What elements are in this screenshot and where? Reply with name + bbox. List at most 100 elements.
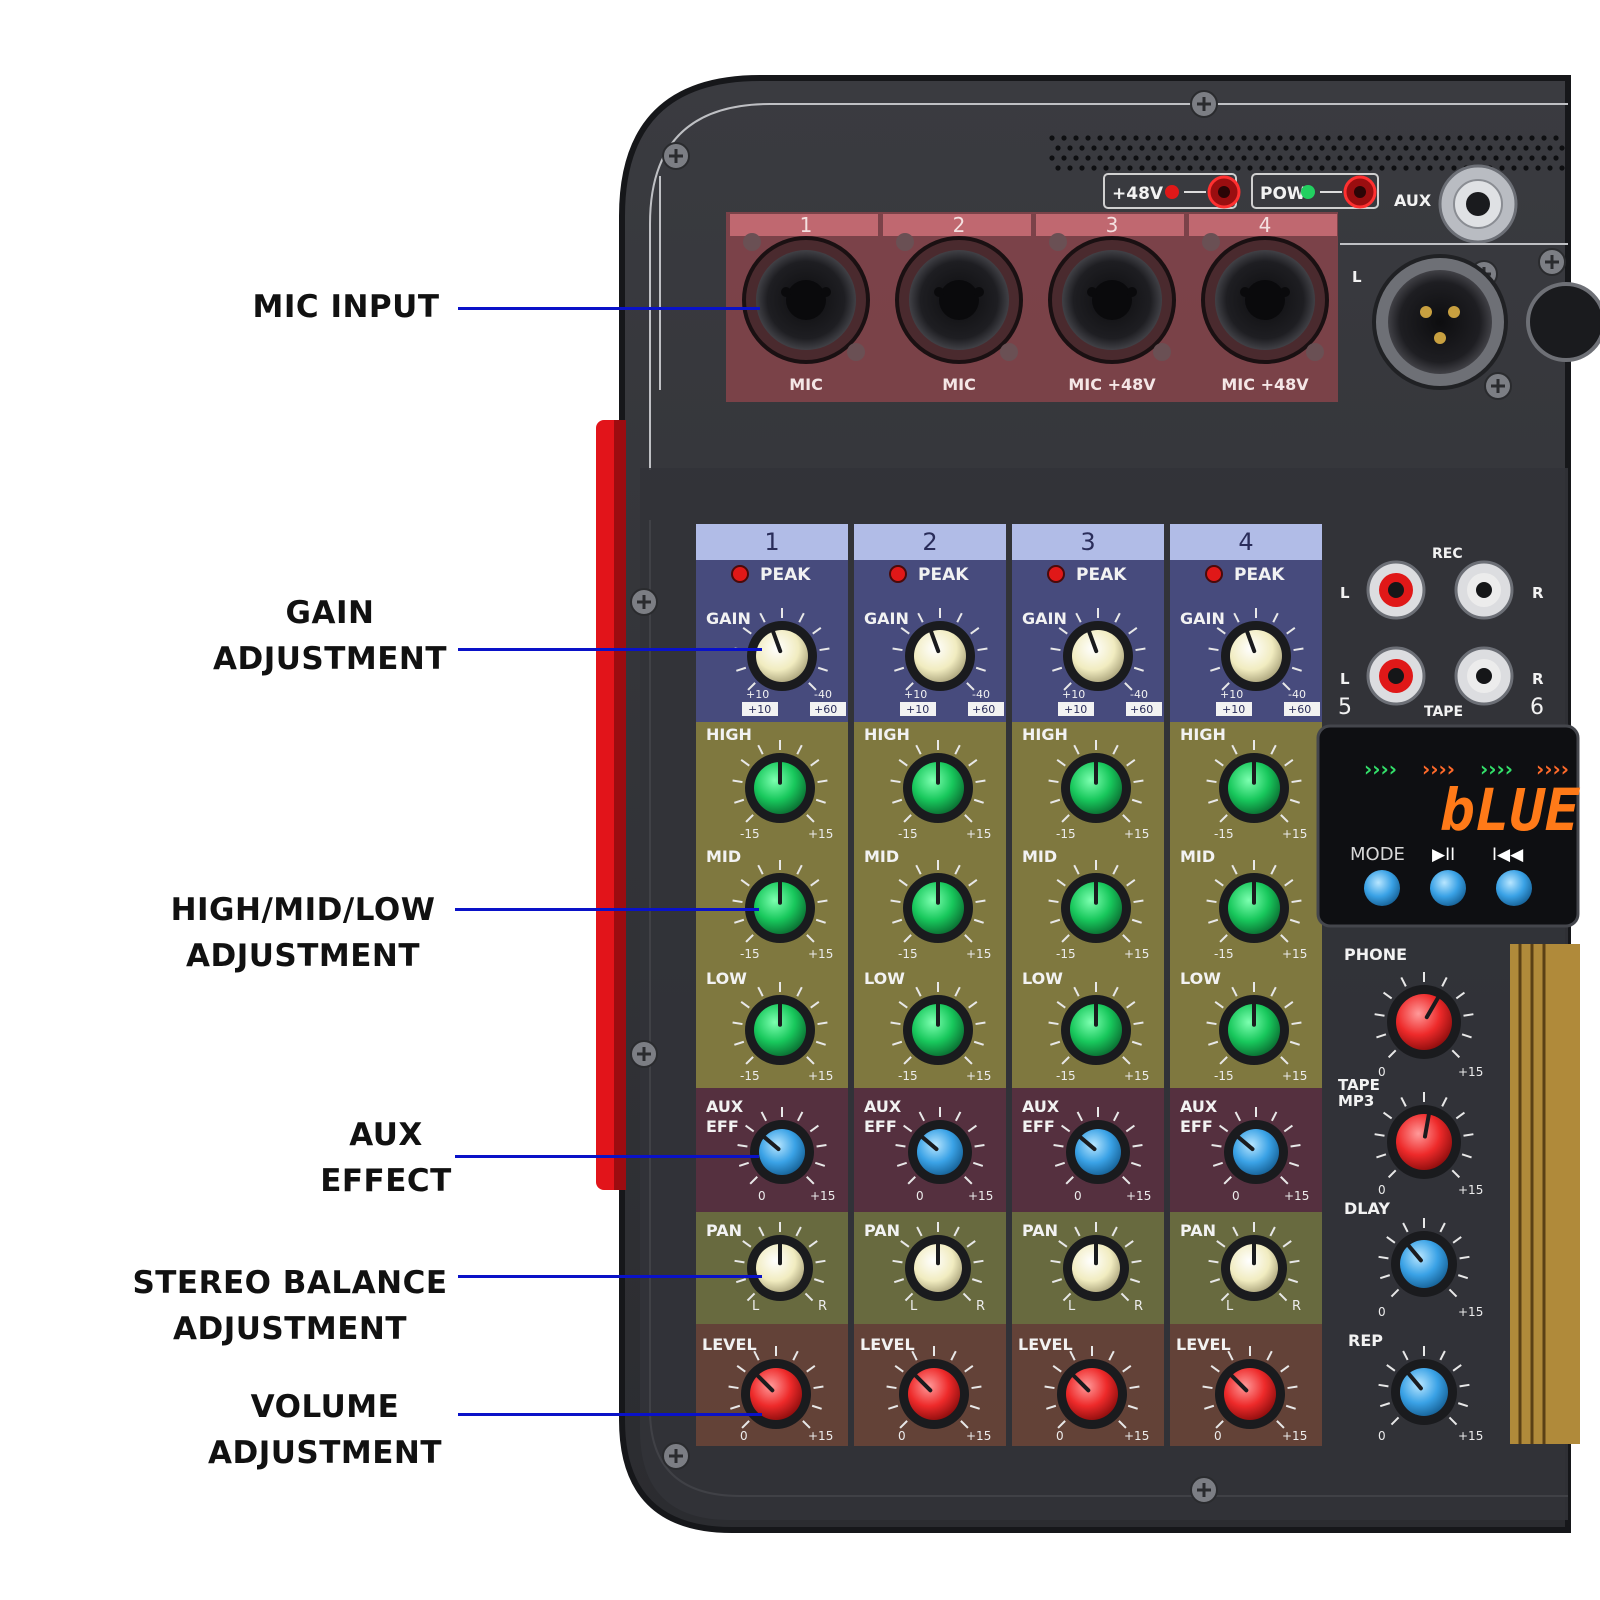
rca-jack[interactable] (1366, 560, 1426, 620)
vent-hole (1451, 165, 1457, 171)
low-knob[interactable] (1206, 982, 1302, 1065)
pan-scale-r: R (1292, 1299, 1301, 1314)
vent-hole (1337, 155, 1343, 161)
master-scale-min: 0 (1378, 1183, 1386, 1197)
low-knob[interactable] (732, 982, 828, 1065)
phone-knob[interactable] (1374, 972, 1474, 1059)
pan-knob[interactable] (1208, 1222, 1300, 1302)
combo-jack[interactable] (895, 236, 1023, 364)
vent-hole (1457, 155, 1463, 161)
vent-hole (1469, 135, 1475, 141)
tape-mp3-knob[interactable] (1374, 1092, 1474, 1179)
eq-scale-min: -15 (1214, 827, 1234, 841)
combo-jack[interactable] (1048, 236, 1176, 364)
vent-hole (1127, 145, 1133, 151)
gain-knob[interactable] (734, 608, 830, 691)
vent-hole (1169, 135, 1175, 141)
knob-tick (1126, 878, 1136, 887)
low-knob[interactable] (890, 982, 986, 1065)
screw-slot (1545, 255, 1559, 269)
vent-hole (1397, 155, 1403, 161)
pan-knob[interactable] (1050, 1222, 1142, 1302)
mid-label: MID (706, 847, 741, 866)
knob-tick (742, 626, 752, 635)
knob-tick (1386, 1364, 1396, 1372)
knob-tick (1122, 814, 1131, 823)
pan-knob[interactable] (892, 1222, 984, 1302)
strip-number: 1 (764, 528, 779, 556)
screw-slot (637, 595, 651, 609)
low-knob[interactable] (1048, 982, 1144, 1065)
gain-knob[interactable] (1050, 608, 1146, 691)
xlr-output-l[interactable] (1372, 254, 1508, 390)
knob-tick (796, 744, 803, 755)
leader-eq (455, 908, 759, 911)
mode-button[interactable] (1364, 870, 1400, 906)
mid-knob[interactable] (890, 860, 986, 943)
previous-button[interactable] (1496, 870, 1532, 906)
knob-tick (806, 814, 815, 823)
level-scale-max: +15 (966, 1429, 991, 1443)
master-scale-min: 0 (1378, 1429, 1386, 1443)
rca-jack[interactable] (1454, 646, 1514, 706)
aux-effect-knob[interactable] (1053, 1107, 1143, 1185)
level-knob[interactable] (1044, 1346, 1140, 1429)
gain-scale-lo: +10 (904, 688, 927, 701)
level-scale-min: 0 (1056, 1429, 1064, 1443)
combo-jack[interactable] (742, 236, 870, 364)
knob-pointer (913, 1373, 933, 1393)
mid-knob[interactable] (1048, 860, 1144, 943)
mid-knob[interactable] (1206, 860, 1302, 943)
vent-hole (1511, 145, 1517, 151)
knob-tick (1122, 934, 1131, 943)
vent-hole (1529, 135, 1535, 141)
level-knob[interactable] (728, 1346, 824, 1429)
gain-knob[interactable] (1208, 608, 1304, 691)
mic-number-tab (1189, 214, 1337, 236)
knob-tick (1132, 1143, 1143, 1148)
high-label: HIGH (1180, 725, 1226, 744)
aux-jack[interactable] (1438, 164, 1518, 244)
mid-knob[interactable] (732, 860, 828, 943)
knob-tick (964, 1056, 973, 1065)
rca-jack[interactable] (1366, 646, 1426, 706)
aux-label: AUX (864, 1097, 902, 1116)
aux-effect-knob[interactable] (1211, 1107, 1301, 1185)
knob-tick (1048, 779, 1059, 784)
knob-tick (757, 864, 764, 875)
knob-tick (730, 1404, 741, 1410)
high-knob[interactable] (732, 740, 828, 823)
pan-knob[interactable] (734, 1222, 826, 1302)
knob-tick (974, 1143, 985, 1148)
aux-effect-knob[interactable] (895, 1107, 985, 1185)
knob-pointer (1406, 1243, 1423, 1263)
strip-number: 4 (1238, 528, 1253, 556)
vent-hole (1079, 145, 1085, 151)
level-knob[interactable] (1202, 1346, 1298, 1429)
knob-tick (1050, 1259, 1061, 1264)
knob-tick (1282, 1240, 1292, 1248)
knob-tick (1280, 814, 1289, 823)
high-knob[interactable] (1206, 740, 1302, 823)
knob-tick (915, 986, 922, 997)
repeat-knob[interactable] (1378, 1346, 1470, 1426)
vent-hole (1421, 135, 1427, 141)
pan-scale-r: R (1134, 1299, 1143, 1314)
low-label: LOW (706, 969, 747, 988)
vent-hole (1439, 145, 1445, 151)
high-knob[interactable] (890, 740, 986, 823)
combo-jack[interactable] (1201, 236, 1329, 364)
level-knob[interactable] (886, 1346, 982, 1429)
play-pause-button[interactable] (1430, 870, 1466, 906)
rca-jack[interactable] (1454, 560, 1514, 620)
knob-tick (737, 1143, 748, 1148)
leader-gain (458, 648, 762, 651)
aux-effect-knob[interactable] (737, 1107, 827, 1185)
vent-hole (1433, 155, 1439, 161)
high-knob[interactable] (1048, 740, 1144, 823)
jack-screw (1049, 233, 1067, 251)
gain-knob[interactable] (892, 608, 988, 691)
delay-knob[interactable] (1378, 1218, 1470, 1298)
knob-tick (1290, 1143, 1301, 1148)
